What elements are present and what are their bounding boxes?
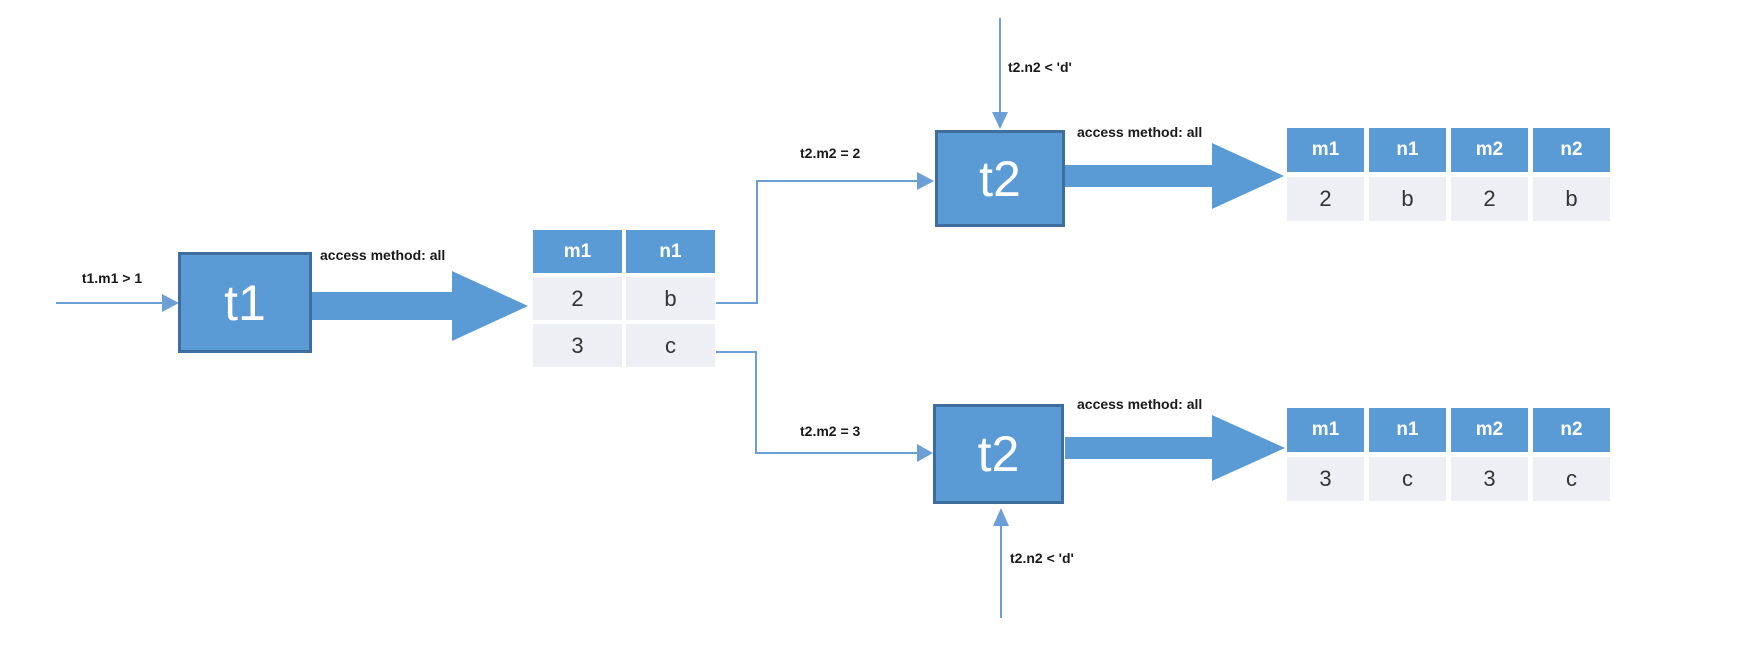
t1-condition-label: t1.m1 > 1 — [81, 270, 143, 286]
t1-input-arrowhead — [162, 294, 179, 312]
row-c-to-t2-bottom-connector — [716, 351, 917, 454]
table-cell: b — [1369, 177, 1446, 221]
table-header-cell: m2 — [1451, 128, 1528, 172]
join-condition-bottom-label: t2.m2 = 3 — [800, 423, 861, 439]
table-cell: c — [1369, 457, 1446, 501]
filter-condition-bottom-label: t2.n2 < 'd' — [1010, 550, 1074, 566]
table-cell: 2 — [1451, 177, 1528, 221]
table-header-cell: n1 — [1369, 408, 1446, 452]
join-result-table-bottom: m1 n1 m2 n2 3 c 3 c — [1287, 408, 1610, 501]
node-t1: t1 — [178, 252, 312, 353]
node-t2-top: t2 — [935, 130, 1065, 227]
t1-result-table: m1 n1 2 b 3 c — [533, 230, 715, 367]
node-t2-top-label: t2 — [979, 150, 1021, 207]
table-header-cell: m1 — [1287, 128, 1364, 172]
t2-bottom-output-thick-arrow — [1065, 415, 1285, 481]
table-cell: 3 — [1451, 457, 1528, 501]
table-cell: c — [626, 324, 715, 367]
table-cell: 3 — [533, 324, 622, 367]
table-cell: b — [1533, 177, 1610, 221]
t2-top-filter-arrowhead — [992, 112, 1008, 129]
t2-top-output-thick-arrow — [1065, 143, 1284, 209]
filter-condition-top-label: t2.n2 < 'd' — [1008, 59, 1072, 75]
table-cell: 2 — [1287, 177, 1364, 221]
table-cell: 3 — [1287, 457, 1364, 501]
t2-bottom-access-method-label: access method: all — [1077, 396, 1203, 412]
node-t2-bottom: t2 — [933, 404, 1064, 504]
t1-output-thick-arrow — [312, 271, 528, 341]
table-header-cell: n2 — [1533, 128, 1610, 172]
table-cell: 2 — [533, 277, 622, 320]
join-condition-top-label: t2.m2 = 2 — [800, 145, 861, 161]
table-header-cell: n2 — [1533, 408, 1610, 452]
row-c-to-t2-bottom-arrowhead — [917, 444, 933, 462]
table-cell: b — [626, 277, 715, 320]
table-header-cell: n1 — [626, 230, 715, 273]
table-header-cell: m1 — [533, 230, 622, 273]
t2-bottom-filter-arrowhead — [993, 508, 1009, 526]
table-header-cell: n1 — [1369, 128, 1446, 172]
table-header-cell: m2 — [1451, 408, 1528, 452]
join-result-table-top: m1 n1 m2 n2 2 b 2 b — [1287, 128, 1610, 221]
t1-access-method-label: access method: all — [320, 247, 446, 263]
node-t2-bottom-label: t2 — [977, 426, 1020, 482]
row-b-to-t2-top-arrowhead — [917, 172, 934, 190]
t2-top-access-method-label: access method: all — [1077, 124, 1203, 140]
table-cell: c — [1533, 457, 1610, 501]
node-t1-label: t1 — [224, 274, 266, 331]
row-b-to-t2-top-connector — [716, 180, 917, 304]
table-header-cell: m1 — [1287, 408, 1364, 452]
